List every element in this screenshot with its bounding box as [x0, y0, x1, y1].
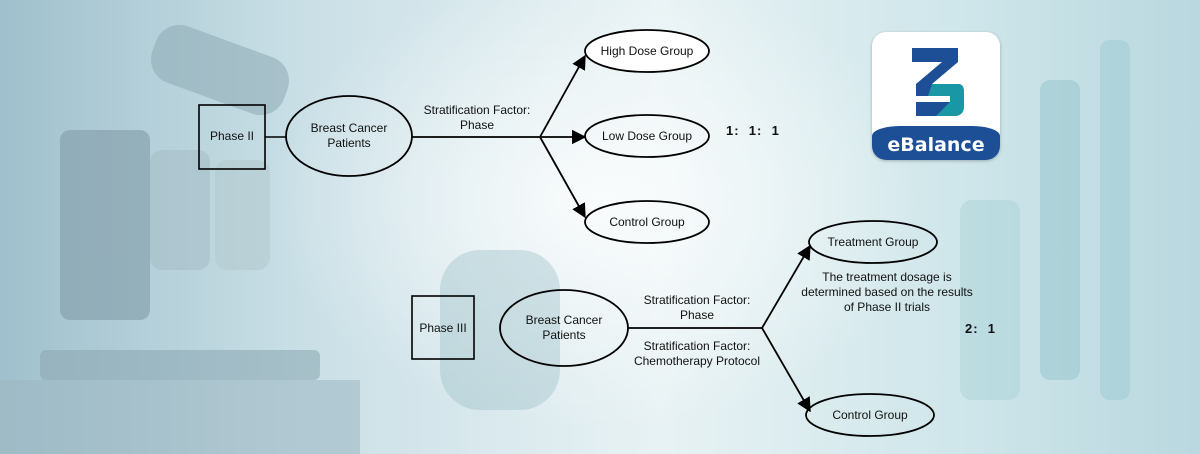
phase3-arrow-treatment: [761, 244, 811, 329]
logo-text: eBalance: [887, 134, 985, 156]
phase3-factor2-line2: Chemotherapy Protocol: [633, 354, 761, 368]
phase2-factor-line2: Phase: [459, 118, 495, 132]
low-dose-node: [584, 114, 710, 158]
high-dose-label: High Dose Group: [600, 44, 694, 58]
phase3-control-label: Control Group: [832, 408, 908, 422]
phase2-patients-line1: Breast Cancer: [310, 121, 388, 135]
phase3-arrow-control: [761, 327, 811, 413]
phase3-factor1-line1: Stratification Factor:: [643, 293, 751, 307]
treatment-label: Treatment Group: [827, 235, 919, 249]
phase2-patients-node: [285, 95, 413, 177]
phase3-factor2-label: Stratification Factor: Chemotherapy Prot…: [618, 339, 776, 369]
phase3-factor2-line1: Stratification Factor:: [643, 339, 751, 353]
phase2-factor-label: Stratification Factor: Phase: [402, 103, 552, 133]
phase3-patients-label: Breast Cancer Patients: [503, 313, 625, 343]
treatment-node: [808, 220, 938, 264]
phase2-control-label: Control Group: [609, 215, 685, 229]
ebalance-mark-icon: [912, 48, 964, 116]
logo-band: [872, 126, 1000, 160]
phase3-label: Phase III: [419, 321, 467, 335]
phase3-patients-line2: Patients: [542, 328, 586, 342]
microscope-image: [0, 24, 360, 454]
phase2-factor-line1: Stratification Factor:: [423, 103, 531, 117]
phase2-control-node: [584, 200, 710, 244]
phase2-arrow-high: [539, 54, 586, 138]
phase3-patients-line1: Breast Cancer: [525, 313, 603, 327]
phase3-box: [411, 295, 475, 360]
phase2-arrow-control: [539, 136, 586, 219]
dosage-note: The treatment dosage is determined based…: [782, 270, 992, 315]
low-dose-label: Low Dose Group: [601, 129, 693, 143]
phase2-patients-line2: Patients: [327, 136, 371, 150]
dosage-note-line2: determined based on the results: [801, 285, 973, 299]
phase3-factor1-line2: Phase: [679, 308, 715, 322]
phase3-factor1-label: Stratification Factor: Phase: [622, 293, 772, 323]
dosage-note-line1: The treatment dosage is: [822, 270, 952, 284]
dosage-note-line3: of Phase II trials: [843, 300, 931, 314]
phase2-patients-label: Breast Cancer Patients: [290, 121, 408, 151]
ebalance-logo: eBalance: [872, 32, 1000, 160]
phase2-label: Phase II: [209, 129, 255, 143]
phase3-ratio: 2: 1: [965, 321, 997, 336]
phase3-control-node: [805, 393, 935, 437]
high-dose-node: [584, 29, 710, 73]
phase2-ratio: 1: 1: 1: [726, 123, 780, 138]
